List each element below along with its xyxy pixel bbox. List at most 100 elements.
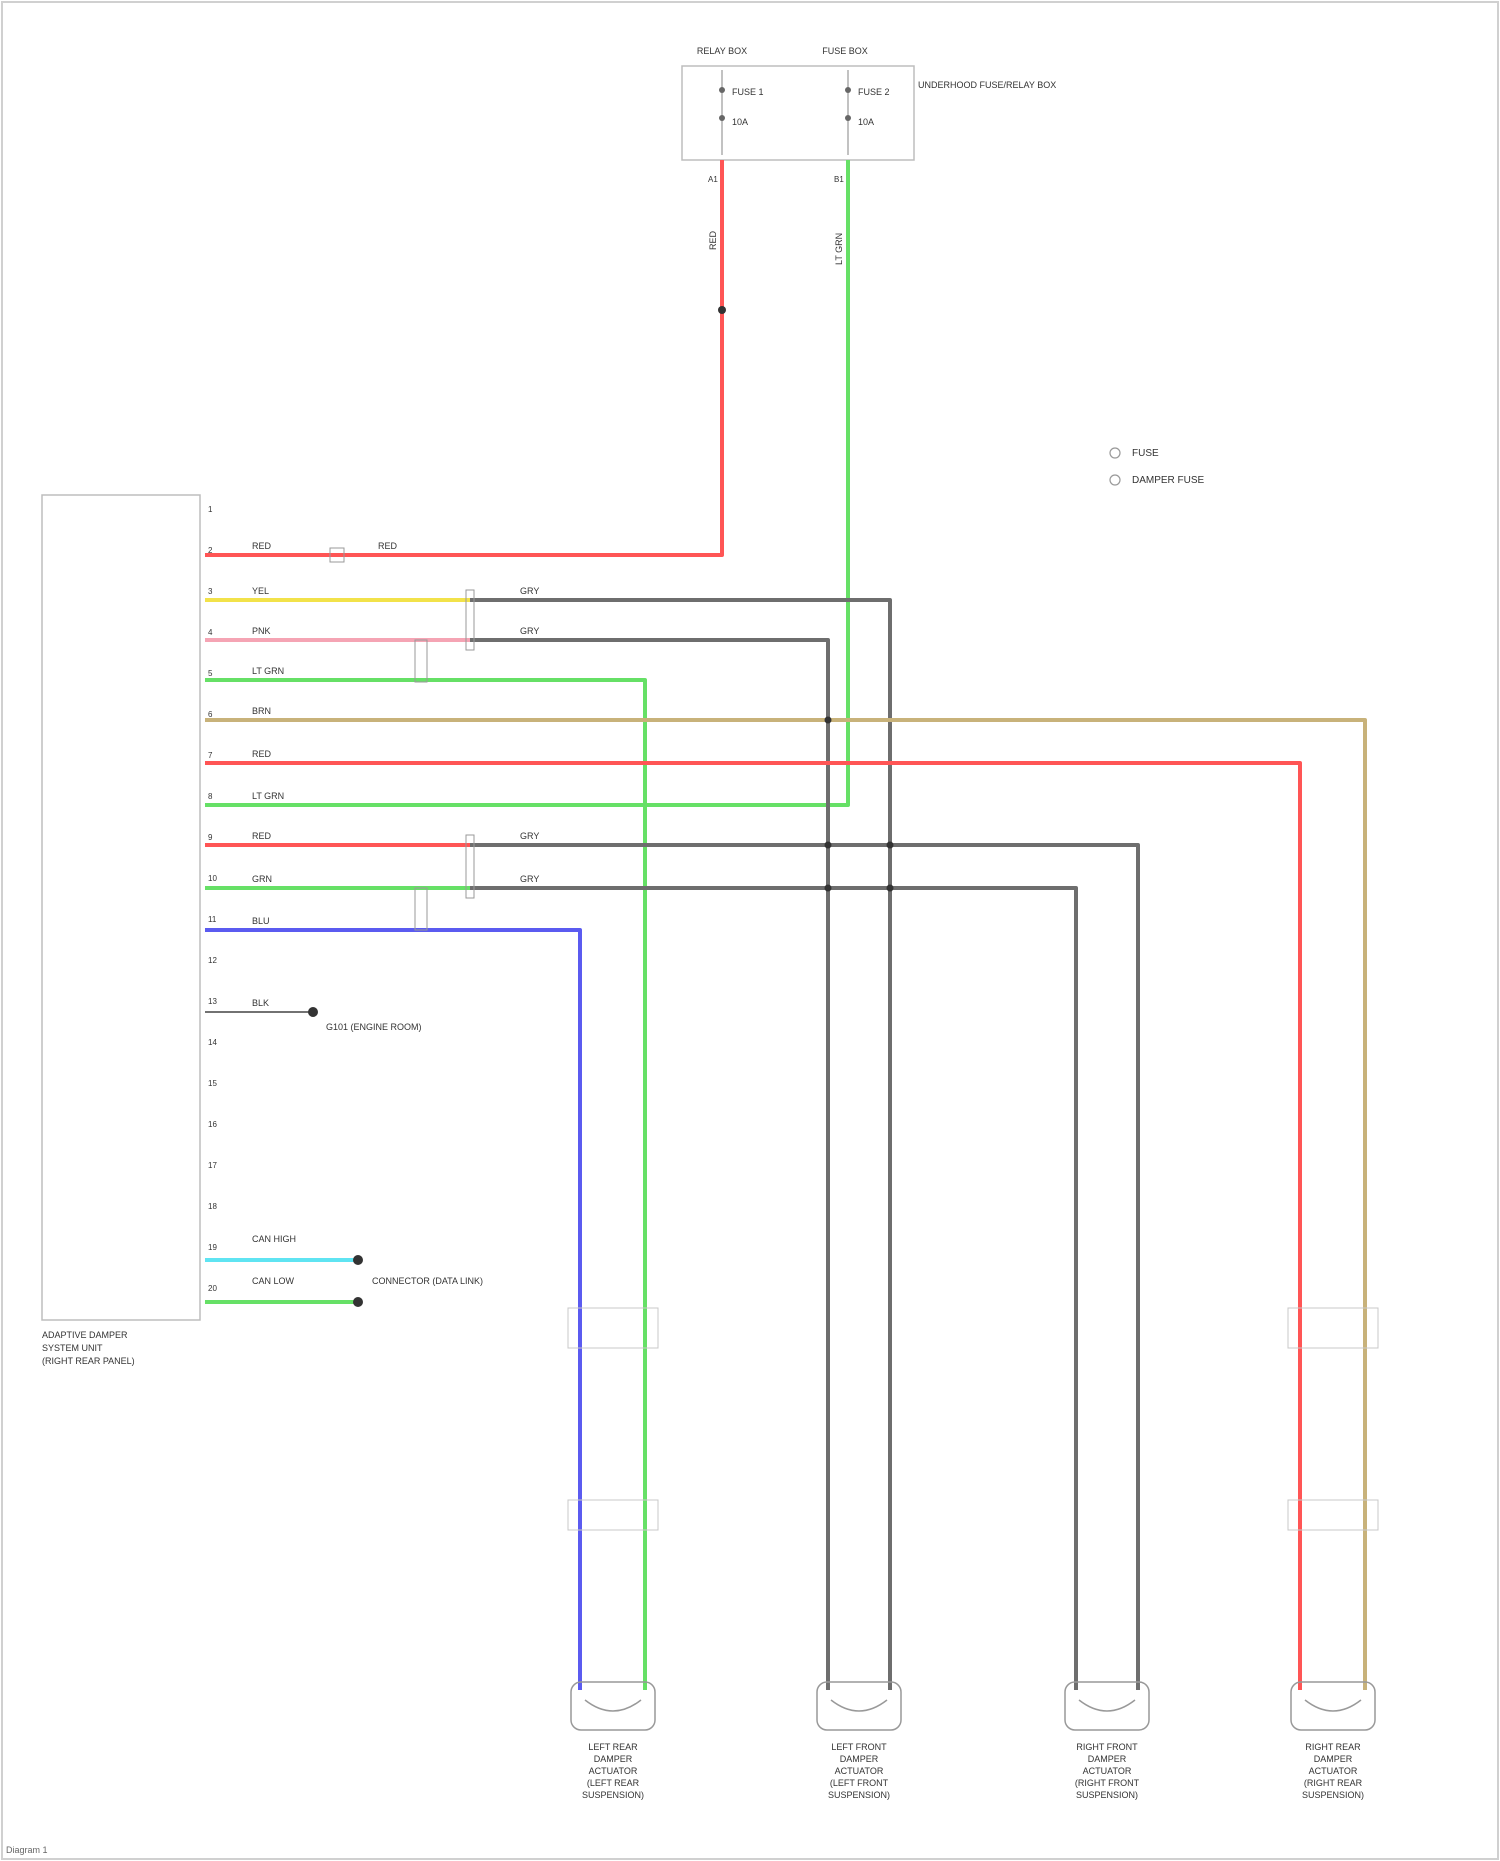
fuse-a-pin: A1 (708, 175, 718, 184)
actuator-connectors (568, 1308, 1378, 1530)
label-w8: LT GRN (252, 791, 284, 801)
control-unit-pin: 10 (208, 874, 217, 883)
fuse-b-label: FUSE 2 (858, 87, 890, 97)
actuator-right-front-line1: RIGHT FRONT (1076, 1742, 1138, 1752)
control-unit-label-line3: (RIGHT REAR PANEL) (42, 1356, 135, 1366)
control-unit-pin: 8 (208, 792, 213, 801)
junction (825, 842, 832, 849)
actuator-right-rear-line1: RIGHT REAR (1305, 1742, 1361, 1752)
fuse-a-label: FUSE 1 (732, 87, 764, 97)
can-high-point (353, 1255, 363, 1265)
page-footer: Diagram 1 (6, 1845, 48, 1855)
label-w5: LT GRN (252, 666, 284, 676)
fuse-a-terminal-top (719, 87, 725, 93)
actuator-left-front-symbol (831, 1700, 887, 1711)
actuator-right-front-line2: DAMPER (1088, 1754, 1127, 1764)
junction (825, 717, 832, 724)
wire-pin11-blue (205, 930, 580, 1690)
label-w10b: GRY (520, 874, 539, 884)
legend-fuse-symbol (1110, 448, 1120, 458)
wire-fuse-red (205, 160, 722, 555)
connector-c4 (415, 888, 427, 930)
control-unit-pin: 9 (208, 833, 213, 842)
actuator-right-front-symbol (1079, 1700, 1135, 1711)
legend-item1: FUSE (1132, 448, 1159, 459)
wire-fuse-green (205, 160, 848, 805)
actuator-right-rear-line4: (RIGHT REAR (1304, 1778, 1363, 1788)
fuse-box-side-label: UNDERHOOD FUSE/RELAY BOX (918, 80, 1056, 90)
legend: FUSE DAMPER FUSE (1110, 448, 1205, 486)
control-unit-pin: 1 (208, 505, 213, 514)
wire-pin4-gray (470, 640, 828, 1690)
actuator-left-front-line5: SUSPENSION) (828, 1790, 890, 1800)
legend-item2: DAMPER FUSE (1132, 475, 1205, 486)
junction (825, 885, 832, 892)
control-unit-pin: 20 (208, 1284, 217, 1293)
actuator-left-rear-symbol (585, 1700, 641, 1711)
control-unit-pin: 18 (208, 1202, 217, 1211)
junction (887, 842, 894, 849)
ground-point (308, 1007, 318, 1017)
actuator-right-rear-line2: DAMPER (1314, 1754, 1353, 1764)
legend-damper-fuse-symbol (1110, 475, 1120, 485)
can-low-point (353, 1297, 363, 1307)
actuator-left-front-line2: DAMPER (840, 1754, 879, 1764)
control-unit-pin: 7 (208, 751, 213, 760)
control-unit-pin: 19 (208, 1243, 217, 1252)
control-unit-pin: 11 (208, 915, 217, 924)
inline-connectors (330, 548, 474, 930)
actuator-left-front-line3: ACTUATOR (835, 1766, 884, 1776)
control-unit-pin: 12 (208, 956, 217, 965)
control-unit-pin: 4 (208, 628, 213, 637)
actuator-left-front: LEFT FRONT DAMPER ACTUATOR (LEFT FRONT S… (817, 1682, 901, 1800)
actuator-right-front-line4: (RIGHT FRONT (1075, 1778, 1140, 1788)
actuator-right-rear-body (1291, 1682, 1375, 1730)
control-unit-pin: 17 (208, 1161, 217, 1170)
control-unit-pin: 16 (208, 1120, 217, 1129)
label-w4b: GRY (520, 626, 539, 636)
label-w13: BLK (252, 998, 269, 1008)
fuse-b-terminal-top (845, 87, 851, 93)
ground-label: G101 (ENGINE ROOM) (326, 1022, 422, 1032)
actuator-left-front-line1: LEFT FRONT (831, 1742, 887, 1752)
label-w7: RED (252, 749, 272, 759)
fuse-b-pin: B1 (834, 175, 844, 184)
control-unit-pin: 6 (208, 710, 213, 719)
wire-pin9-gray (470, 845, 1138, 1690)
control-unit-pin: 13 (208, 997, 217, 1006)
actuator-right-rear: RIGHT REAR DAMPER ACTUATOR (RIGHT REAR S… (1291, 1682, 1375, 1800)
fuse-b-terminal-bottom (845, 115, 851, 121)
control-unit-pin: 5 (208, 669, 213, 678)
fuse-box: RELAY BOX FUSE BOX UNDERHOOD FUSE/RELAY … (682, 46, 1056, 184)
actuator-left-front-line4: (LEFT FRONT (830, 1778, 889, 1788)
wire-pin10-gray (470, 888, 1076, 1690)
connector-c3 (415, 640, 427, 682)
label-w11: BLU (252, 916, 270, 926)
can-label: CONNECTOR (DATA LINK) (372, 1276, 483, 1286)
actuator-left-rear-line3: ACTUATOR (589, 1766, 638, 1776)
actuator-left-rear-body (571, 1682, 655, 1730)
label-w3b: GRY (520, 586, 539, 596)
control-unit-box (42, 495, 200, 1320)
wire-labels: RED RED YEL GRY PNK GRY LT GRN BRN RED L… (252, 230, 844, 1286)
fuse-a-rating: 10A (732, 117, 748, 127)
label-w4: PNK (252, 626, 271, 636)
fuse-a-terminal-bottom (719, 115, 725, 121)
label-fuse-red: RED (708, 230, 718, 250)
control-unit: ADAPTIVE DAMPER SYSTEM UNIT (RIGHT REAR … (42, 495, 217, 1366)
actuator-right-rear-line5: SUSPENSION) (1302, 1790, 1364, 1800)
actuator-left-rear-line1: LEFT REAR (588, 1742, 638, 1752)
control-unit-label-line1: ADAPTIVE DAMPER (42, 1330, 128, 1340)
label-w9b: GRY (520, 831, 539, 841)
splice-red (718, 306, 726, 314)
control-unit-label-line2: SYSTEM UNIT (42, 1343, 103, 1353)
label-w3: YEL (252, 586, 269, 596)
actuator-right-front-line3: ACTUATOR (1083, 1766, 1132, 1776)
wire-pin6-tan (205, 720, 1365, 1690)
actuator-right-front: RIGHT FRONT DAMPER ACTUATOR (RIGHT FRONT… (1065, 1682, 1149, 1800)
wire-pin7-red (205, 763, 1300, 1690)
control-unit-pin: 14 (208, 1038, 217, 1047)
label-w10: GRN (252, 874, 272, 884)
